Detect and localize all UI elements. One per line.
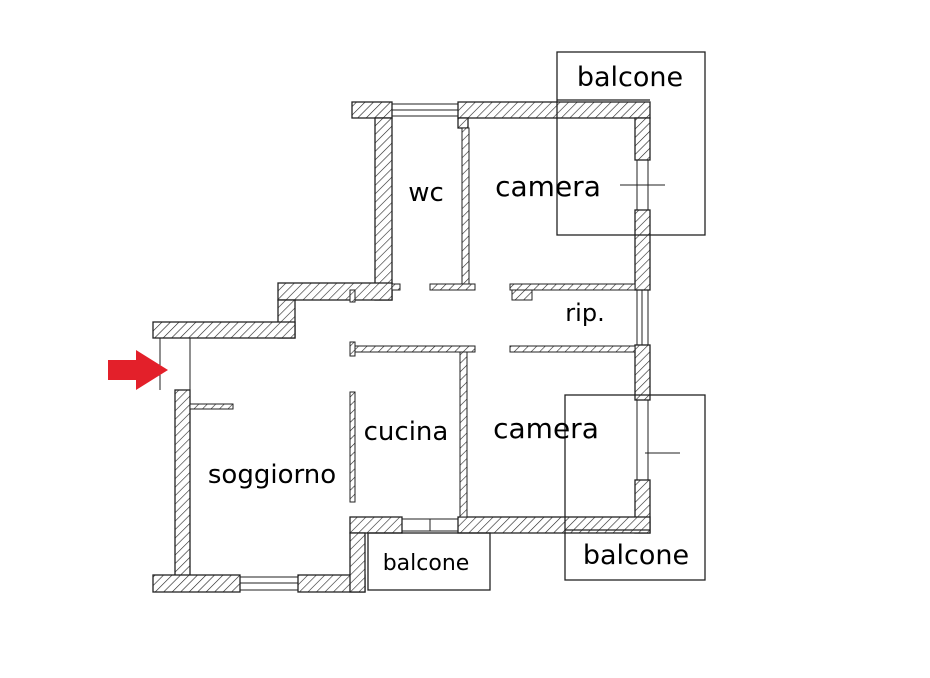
room-label-camera-top: camera <box>495 170 601 203</box>
entrance-arrow-icon <box>108 350 168 390</box>
windows <box>159 103 680 591</box>
room-label-rip: rip. <box>565 299 604 327</box>
room-label-cucina: cucina <box>364 417 449 447</box>
interior-walls <box>189 127 636 518</box>
balcony-label-top-right: balcone <box>577 62 683 93</box>
room-label-wc: wc <box>408 178 444 208</box>
balcony-bottom-right <box>564 394 706 581</box>
balcony-top-right <box>556 51 706 236</box>
balconies <box>367 51 706 591</box>
balcony-bottom-center <box>367 532 491 591</box>
room-label-camera-bottom: camera <box>493 412 599 445</box>
balcony-label-bottom-center: balcone <box>383 551 470 576</box>
room-label-soggiorno: soggiorno <box>208 460 336 490</box>
balcony-label-bottom-right: balcone <box>583 540 689 571</box>
exterior-walls <box>152 101 651 593</box>
